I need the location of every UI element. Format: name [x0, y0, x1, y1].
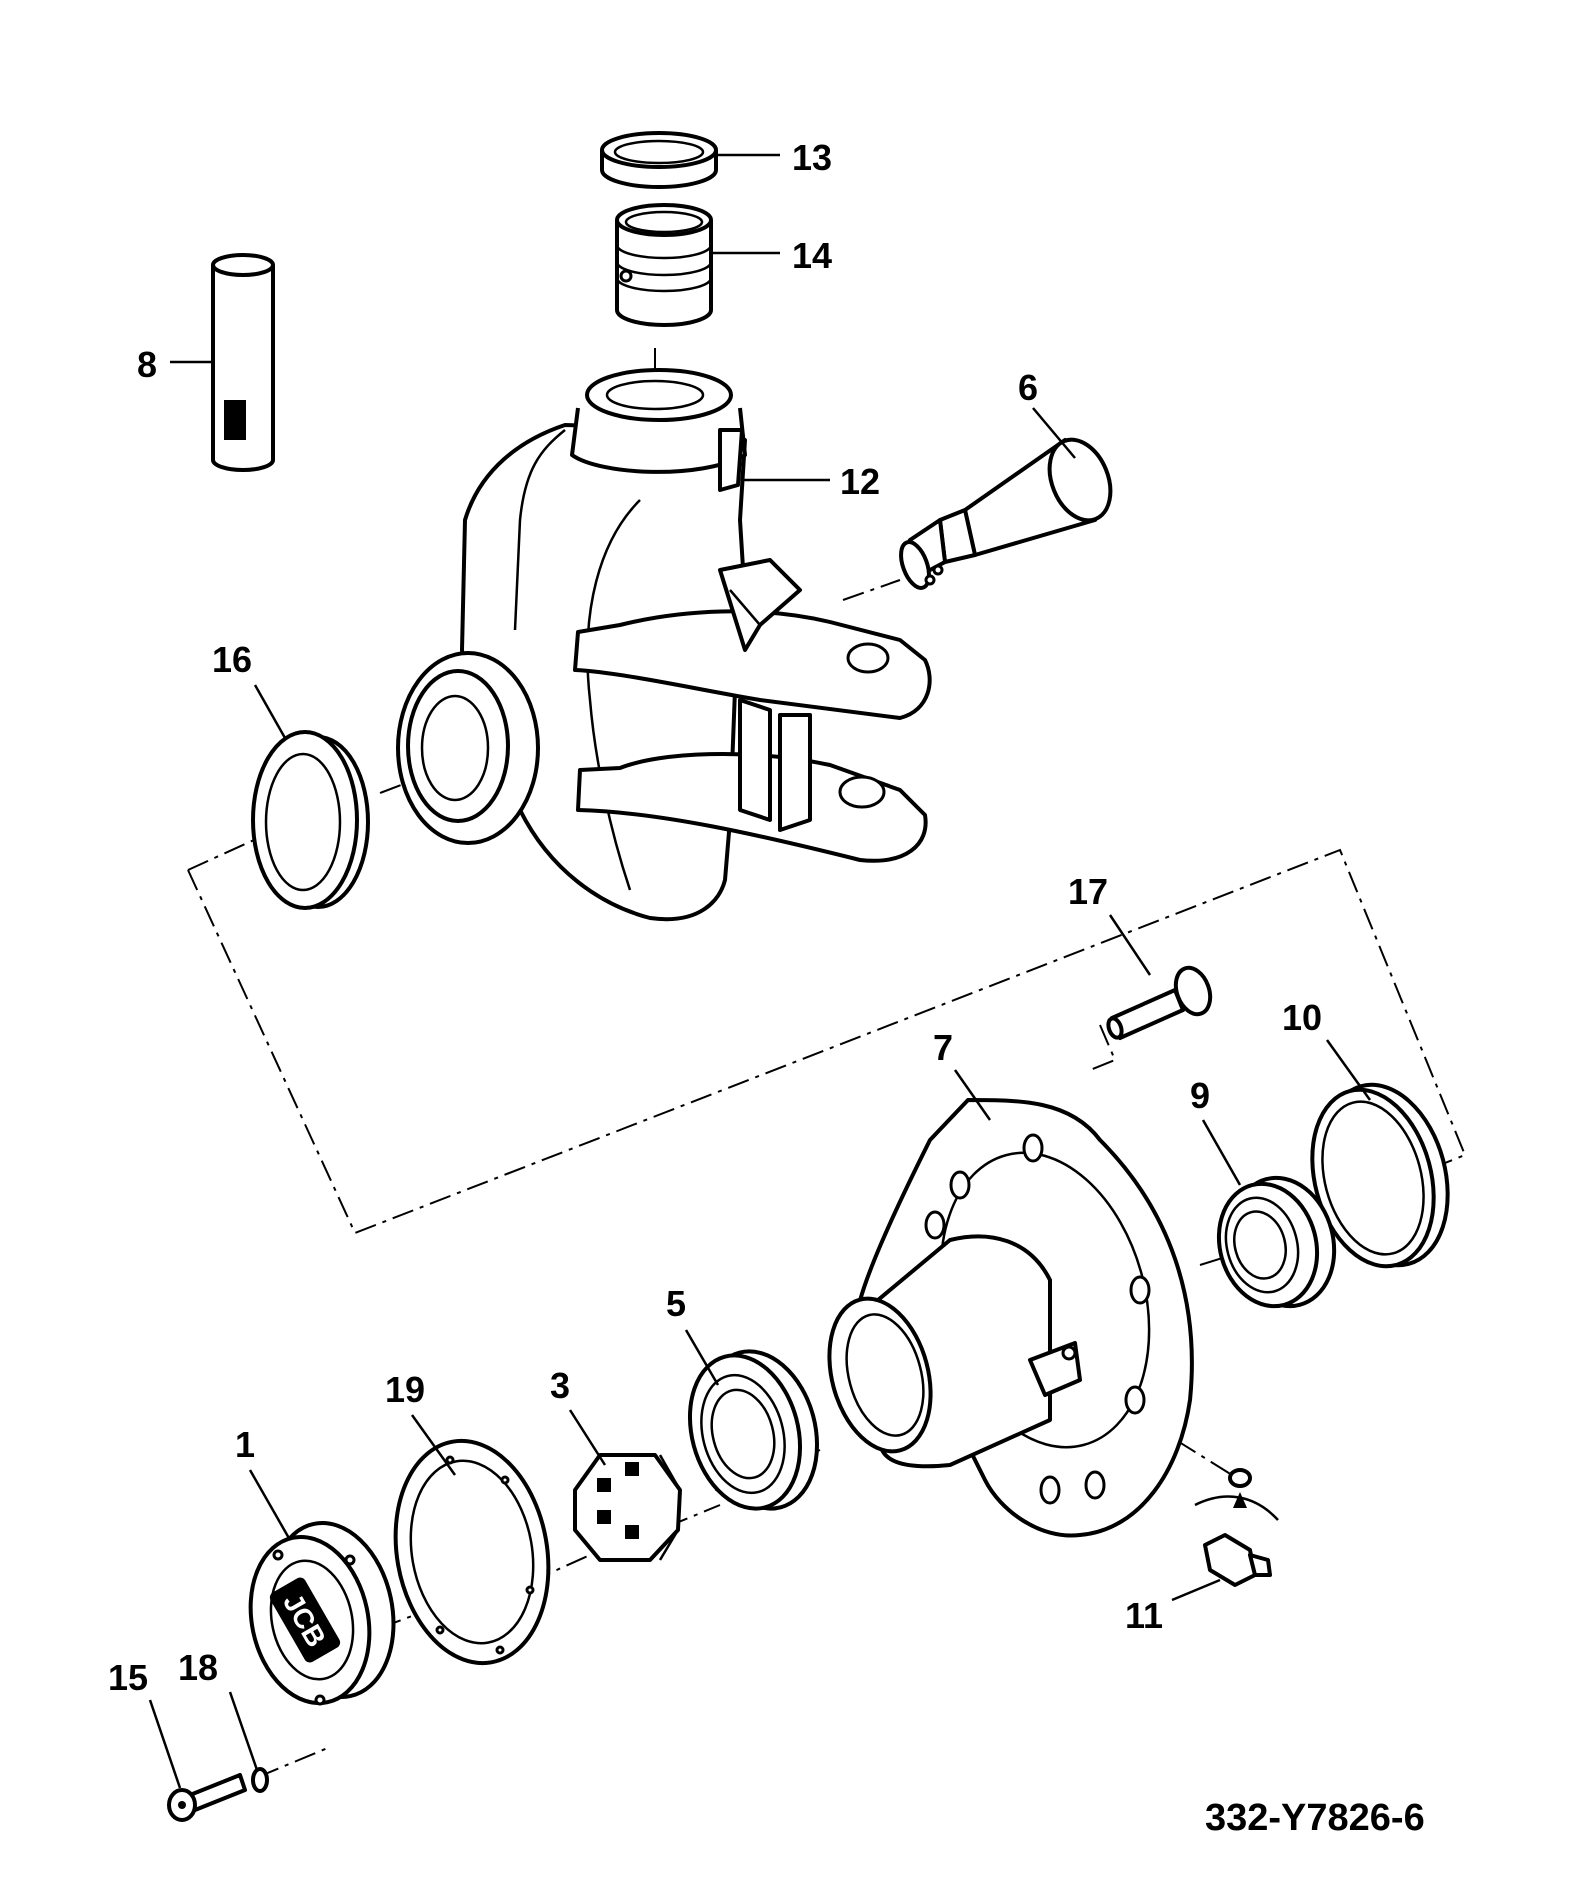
part-10-seal	[1310, 1082, 1450, 1269]
callout-8: 8	[137, 344, 157, 385]
part-17-bolt	[167, 1773, 247, 1822]
part-13-bush	[615, 203, 713, 327]
callout-5: 5	[666, 1283, 686, 1324]
part-11-steering-knuckle	[396, 368, 932, 922]
callout-19: 19	[385, 1369, 425, 1410]
part-16-wheel-stud	[1106, 965, 1213, 1040]
leader-lines	[148, 153, 1372, 1789]
part-1-hub-cap: JCB	[248, 1521, 396, 1706]
callout-9: 9	[1190, 1075, 1210, 1116]
part-18-washer	[251, 1767, 269, 1793]
callout-13: 14	[792, 235, 832, 276]
part-14-grease-nipple	[1194, 1468, 1279, 1587]
callout-14: 11	[1125, 1595, 1163, 1636]
callout-17: 15	[108, 1657, 148, 1698]
callout-1: 1	[235, 1424, 255, 1465]
part-3-castle-nut	[573, 1453, 682, 1562]
part-8-king-pin	[211, 253, 275, 472]
callout-3: 3	[550, 1365, 570, 1406]
callout-6: 6	[1018, 367, 1038, 408]
callout-15: 16	[212, 639, 252, 680]
callout-labels: 13 14 8 6 12 16 17 10 9 7 5 3 19 1 18 15…	[108, 137, 1322, 1698]
callout-11: 12	[840, 461, 880, 502]
part-7-wheel-hub	[827, 1098, 1194, 1538]
part-9-bearing	[1216, 1175, 1337, 1309]
part-5-bearing	[687, 1349, 820, 1511]
callout-16: 17	[1068, 871, 1108, 912]
part-19-gasket	[393, 1438, 551, 1666]
part-6-ball-joint	[899, 437, 1113, 590]
callout-10: 10	[1282, 997, 1322, 1038]
part-15-seal	[251, 730, 370, 910]
callout-18: 18	[178, 1647, 218, 1688]
part-12-thrust-ring	[600, 131, 718, 189]
drawing-code: 332-Y7826-6	[1205, 1797, 1425, 1839]
callout-7: 7	[933, 1027, 953, 1068]
callout-12: 13	[792, 137, 832, 178]
